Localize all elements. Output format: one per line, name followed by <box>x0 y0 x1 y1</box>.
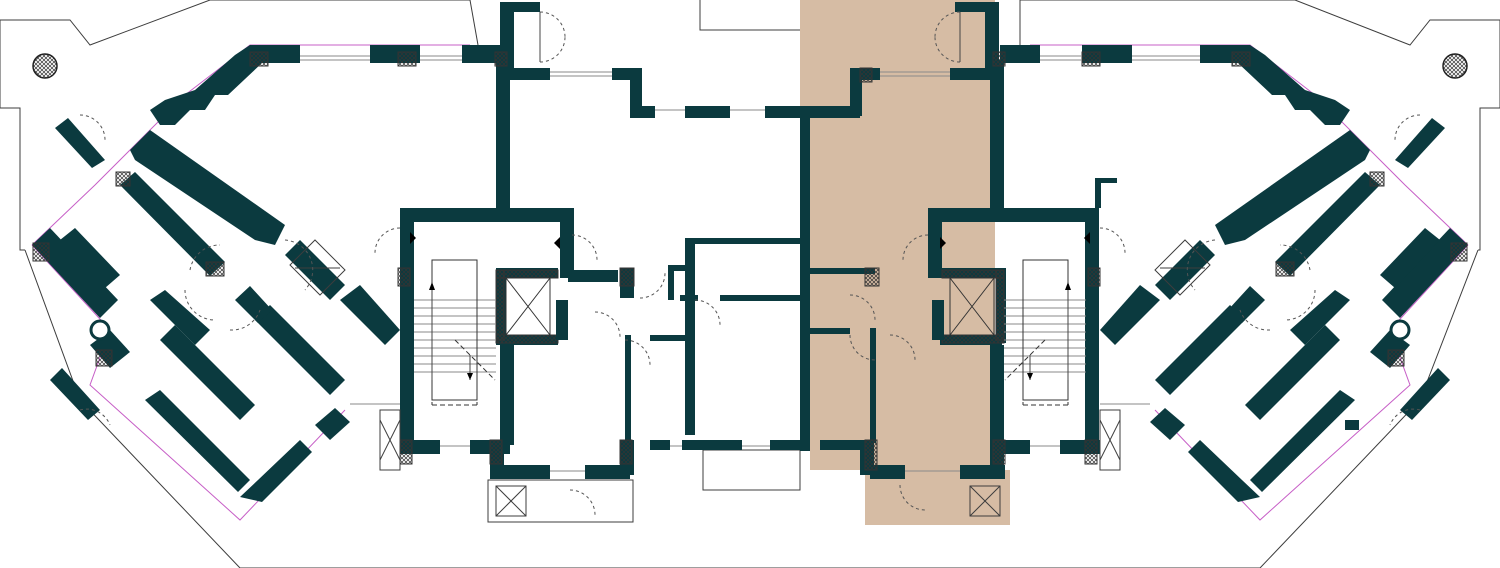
facade-line <box>31 44 1469 521</box>
windows <box>300 55 1200 472</box>
structural-columns <box>32 51 1468 471</box>
door-swing-icon <box>79 11 1421 516</box>
elevator-icon <box>505 277 995 340</box>
balconies <box>289 239 1211 523</box>
column-circle-icon <box>32 53 1468 341</box>
left-staircase <box>414 259 496 406</box>
right-staircase <box>1004 259 1086 406</box>
walls <box>32 2 1468 502</box>
